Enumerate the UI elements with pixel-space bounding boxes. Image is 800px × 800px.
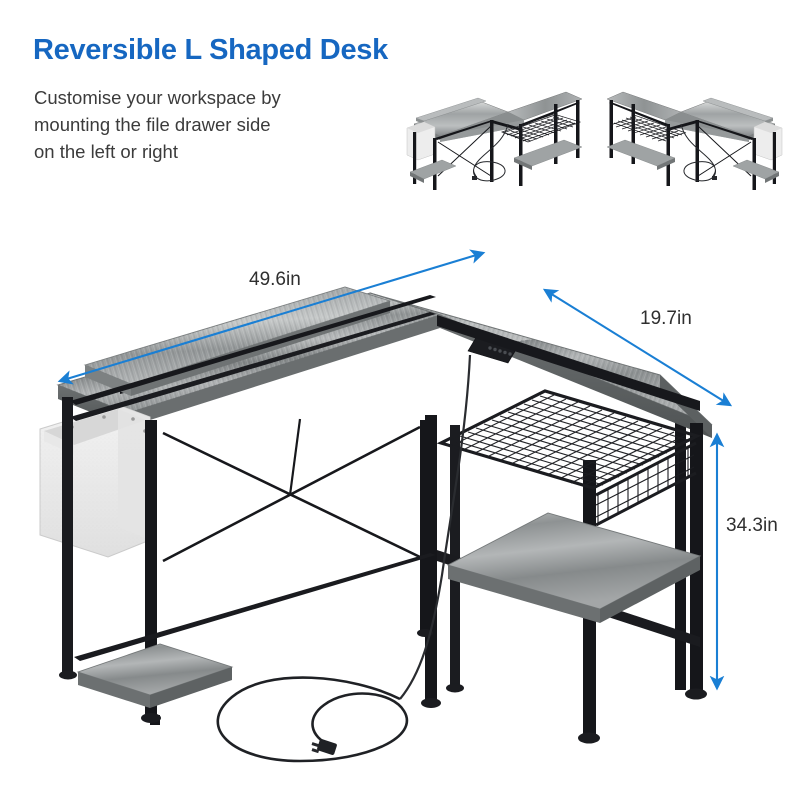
power-cord: [216, 354, 472, 763]
dimension-arrow-depth: [542, 288, 733, 407]
page-subtitle: Customise your workspace by mounting the…: [34, 84, 364, 165]
dimension-arrow-width: [57, 249, 486, 385]
subtitle-line-1: Customise your workspace by: [34, 87, 281, 108]
lower-shelf-left: [76, 643, 234, 708]
dimension-label-width: 49.6in: [249, 269, 301, 290]
subtitle-line-2: mounting the file drawer side: [34, 114, 271, 135]
configuration-thumbnails: [404, 80, 789, 200]
wire-mesh-grid-shelf: [436, 389, 702, 527]
dimension-label-height: 34.3in: [726, 515, 778, 536]
dimension-label-depth: 19.7in: [640, 308, 692, 329]
file-drawer-pocket: [39, 404, 151, 558]
thumbnail-drawer-left: [404, 80, 589, 200]
page-title: Reversible L Shaped Desk: [33, 34, 388, 66]
floor-pads: [59, 629, 707, 744]
power-plug: [311, 739, 337, 755]
thumbnail-drawer-right: [600, 80, 785, 200]
subtitle-line-3: on the left or right: [34, 141, 178, 162]
product-illustration: [0, 205, 800, 800]
lower-shelf-right: [446, 512, 702, 623]
dimension-arrows: [57, 249, 733, 691]
